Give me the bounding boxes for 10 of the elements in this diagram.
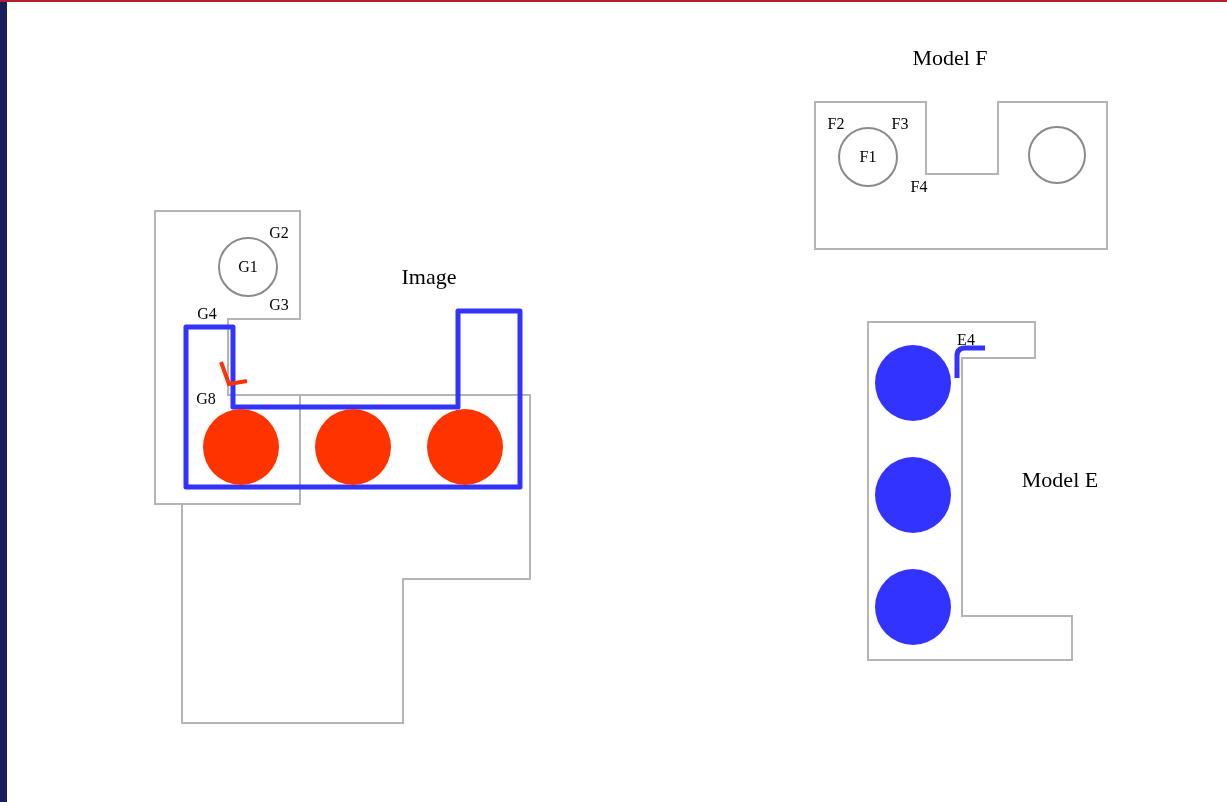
- point-label: E4: [957, 332, 975, 348]
- point-label: F4: [910, 179, 928, 195]
- model-heading: Image: [401, 266, 457, 288]
- circle-outline: [1028, 126, 1086, 184]
- point-label: G3: [269, 297, 289, 313]
- point-label: G4: [197, 306, 217, 322]
- labeled-circle: G1: [218, 237, 278, 297]
- model-heading: Model F: [912, 47, 988, 69]
- model-heading: Model E: [1021, 469, 1099, 491]
- point-label: G8: [196, 391, 216, 407]
